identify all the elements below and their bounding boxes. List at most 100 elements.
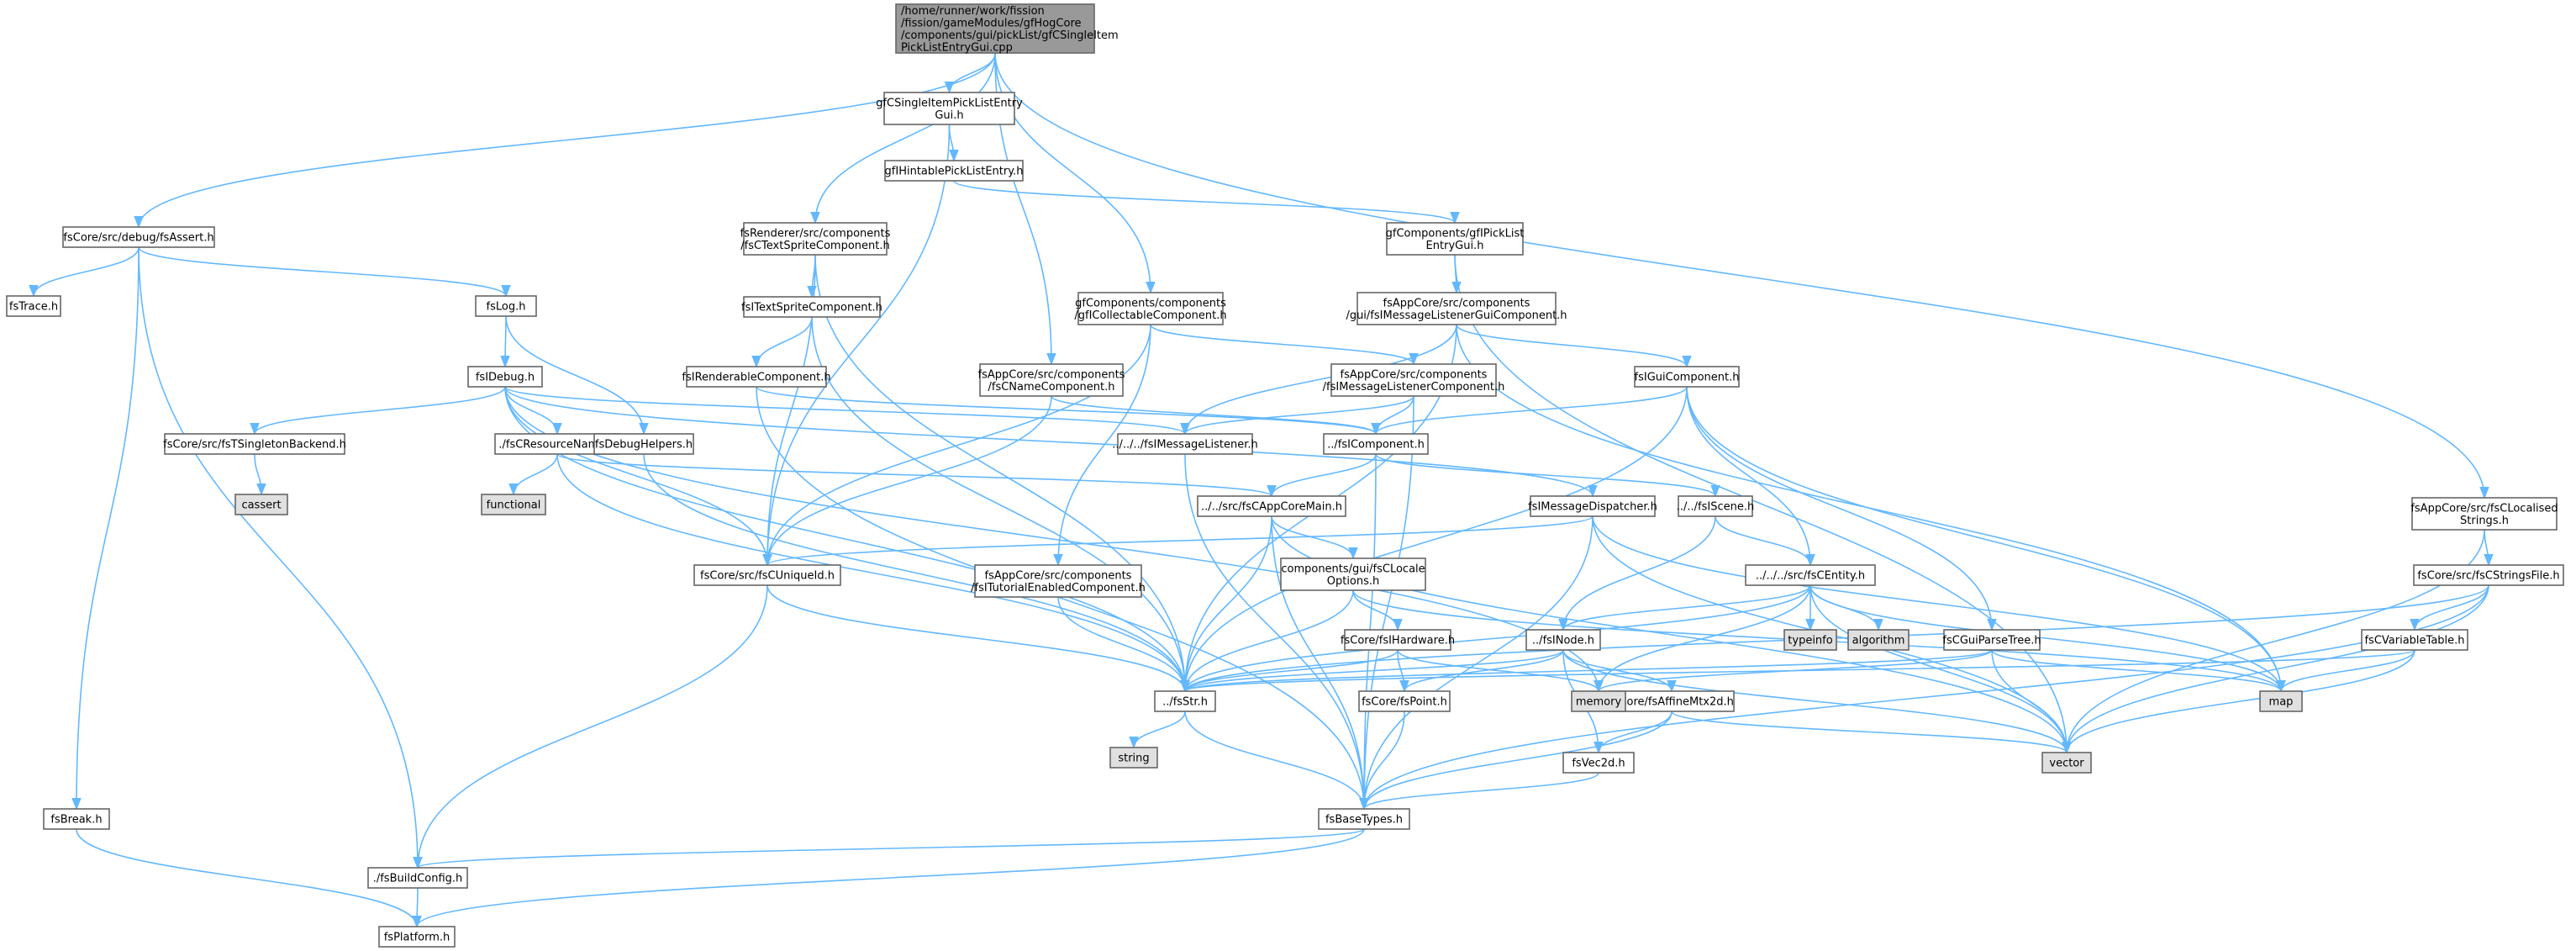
- node-fs-cname-comp[interactable]: fsAppCore/src/components/fsCNameComponen…: [978, 363, 1125, 397]
- node-box: [1609, 690, 1735, 712]
- edge-fs-cname-comp-to-fs-cunique-id: [762, 395, 1052, 567]
- node-fs-tsingleton[interactable]: fsCore/src/fsTSingletonBackend.h: [163, 433, 346, 455]
- edge-fs-cresource-name-to-fs-str: [556, 453, 1190, 693]
- edge-gf-csingle-item-to-gf-ihintable: [948, 124, 959, 162]
- node-label: /fission/gameModules/gfHogCore: [901, 17, 1082, 29]
- edge-fs-cunique-id-to-fs-str: [766, 584, 1190, 693]
- node-box: [593, 433, 694, 455]
- edge-root-to-fs-assert: [134, 52, 996, 229]
- node-label: fsCore/fsPoint.h: [1362, 696, 1447, 709]
- edge-fs-imsg-listener-gui-to-fs-igui-component: [1456, 324, 1692, 368]
- node-label: Gui.h: [935, 109, 963, 122]
- edge-gf-icollectable-to-fs-cunique-id: [762, 324, 1151, 567]
- node-box: [884, 160, 1024, 182]
- node-label: fsPlatform.h: [384, 932, 450, 944]
- edge-fs-log-to-fs-idebug: [500, 315, 510, 368]
- node-fs-imsg-listener[interactable]: ../../../fsIMessageListener.h: [1112, 433, 1258, 455]
- node-label: fsCore/fsIHardware.h: [1341, 635, 1455, 647]
- node-gf-icollectable[interactable]: gfComponents/components/gfICollectableCo…: [1074, 292, 1227, 325]
- node-fs-ihardware[interactable]: fsCore/fsIHardware.h: [1341, 629, 1455, 651]
- node-label: gfCSingleItemPickListEntry: [876, 97, 1023, 109]
- node-box: [883, 92, 1015, 125]
- edge-fs-itext-sprite-to-fs-str: [811, 316, 1190, 693]
- node-fs-trace[interactable]: fsTrace.h: [6, 295, 61, 317]
- edge-fs-idebug-to-fs-imsg-dispatcher: [504, 386, 1598, 498]
- node-label: fsLog.h: [487, 301, 526, 314]
- node-box: [467, 366, 543, 388]
- edge-fs-imsg-listener-comp-to-fs-imsg-listener: [1180, 395, 1414, 436]
- node-fs-cstrings-file[interactable]: fsCore/src/fsCStringsFile.h: [2413, 564, 2564, 586]
- node-fs-build-config[interactable]: ./fsBuildConfig.h: [367, 867, 468, 889]
- node-typeinfo: typeinfo: [1783, 629, 1837, 651]
- node-label: Options.h: [1327, 575, 1380, 588]
- node-box: [62, 226, 215, 248]
- node-fs-debug-helpers[interactable]: fsDebugHelpers.h: [593, 433, 694, 455]
- node-fs-cunique-id[interactable]: fsCore/src/fsCUniqueId.h: [693, 564, 841, 586]
- edge-fs-igui-component-to-fs-centity: [1686, 386, 1815, 567]
- edge-fs-base-types-to-fs-build-config: [413, 828, 1365, 869]
- node-fs-igui-component[interactable]: fsIGuiComponent.h: [1634, 366, 1740, 388]
- node-fs-point[interactable]: fsCore/fsPoint.h: [1358, 690, 1451, 712]
- node-fs-itutorial[interactable]: fsAppCore/src/components/fsITutorialEnab…: [971, 564, 1146, 598]
- node-box: [1525, 629, 1601, 651]
- node-label: gfComponents/gfIPickList: [1386, 227, 1525, 240]
- edge-fs-cstrings-file-to-fs-base-types: [1359, 584, 2489, 811]
- node-box: [1117, 433, 1253, 455]
- node-fs-irenderable[interactable]: fsIRenderableComponent.h: [682, 366, 831, 388]
- edge-fs-cresource-name-to-fs-capp-core-main: [556, 453, 1277, 498]
- edge-fs-cvariable-table-to-vector: [2062, 649, 2415, 754]
- edge-fs-igui-component-to-fs-str: [1180, 386, 1688, 693]
- edge-fs-cunique-id-to-fs-build-config: [413, 584, 768, 869]
- edge-fs-assert-to-fs-break: [71, 246, 140, 811]
- node-fs-cgui-parse-tree[interactable]: fsCGuiParseTree.h: [1942, 629, 2041, 651]
- node-box: [1077, 292, 1224, 325]
- node-fs-cvariable-table[interactable]: fsCVariableTable.h: [2361, 629, 2468, 651]
- node-box: [693, 564, 841, 586]
- node-fs-inode[interactable]: ../fsINode.h: [1525, 629, 1601, 651]
- node-fs-vec2d[interactable]: fsVec2d.h: [1562, 752, 1635, 774]
- node-fs-str[interactable]: ../fsStr.h: [1154, 690, 1216, 712]
- edge-fs-ihardware-to-memory: [1397, 649, 1604, 693]
- node-fs-idebug[interactable]: fsIDebug.h: [467, 366, 543, 388]
- node-label: ../../../src/fsCEntity.h: [1756, 570, 1865, 583]
- node-fs-centity[interactable]: ../../../src/fsCEntity.h: [1745, 564, 1876, 586]
- node-fs-imsg-listener-comp[interactable]: fsAppCore/src/components/fsIMessageListe…: [1323, 363, 1505, 397]
- node-label: fsCGuiParseTree.h: [1942, 635, 2041, 647]
- node-fs-itext-sprite[interactable]: fsITextSpriteComponent.h: [741, 296, 882, 318]
- node-fs-assert[interactable]: fsCore/src/debug/fsAssert.h: [62, 226, 215, 248]
- node-fs-imsg-listener-gui[interactable]: fsAppCore/src/components/gui/fsIMessageL…: [1346, 292, 1567, 325]
- edge-gf-ipick-list-to-vector: [1454, 254, 2072, 754]
- node-fs-icomponent[interactable]: ../fsIComponent.h: [1323, 433, 1429, 455]
- edge-fs-cgui-parse-tree-to-fs-str: [1180, 649, 1993, 693]
- node-label: ../fsINode.h: [1532, 635, 1594, 647]
- node-fs-iscene[interactable]: ../../fsIScene.h: [1677, 495, 1754, 517]
- node-label: fsCore/src/fsCUniqueId.h: [700, 570, 835, 583]
- node-fs-base-types[interactable]: fsBaseTypes.h: [1318, 808, 1410, 830]
- node-label: map: [2269, 696, 2294, 709]
- node-label: cassert: [241, 499, 281, 512]
- node-fs-break[interactable]: fsBreak.h: [43, 808, 110, 830]
- node-fs-ctext-sprite[interactable]: fsRenderer/src/components/fsCTextSpriteC…: [740, 222, 891, 256]
- edge-fs-idebug-to-fs-str: [504, 386, 1190, 693]
- edge-fs-igui-component-to-fs-cgui-parse-tree: [1686, 386, 1997, 631]
- node-label: /fsITutorialEnabledComponent.h: [971, 582, 1146, 594]
- node-label: /gui/fsIMessageListenerGuiComponent.h: [1346, 309, 1567, 322]
- node-label: fsIMessageDispatcher.h: [1528, 501, 1657, 514]
- node-fs-capp-core-main[interactable]: ../../src/fsCAppCoreMain.h: [1197, 495, 1346, 517]
- node-fs-platform[interactable]: fsPlatform.h: [378, 926, 456, 948]
- node-label: fsVec2d.h: [1572, 758, 1625, 770]
- edge-fs-build-config-to-fs-platform: [412, 887, 422, 928]
- node-fs-log[interactable]: fsLog.h: [475, 295, 537, 317]
- node-gf-ihintable[interactable]: gfIHintablePickListEntry.h: [884, 160, 1024, 182]
- node-fs-affine-mtx2d[interactable]: fsCore/fsAffineMtx2d.h: [1609, 690, 1735, 712]
- node-box: [1634, 366, 1740, 388]
- node-root[interactable]: /home/runner/work/fission/fission/gameMo…: [895, 3, 1119, 54]
- node-box: [1783, 629, 1837, 651]
- node-fs-imsg-dispatcher[interactable]: fsIMessageDispatcher.h: [1528, 495, 1657, 517]
- edge-gf-icollectable-to-fs-itutorial: [1053, 324, 1151, 567]
- node-box: [378, 926, 456, 948]
